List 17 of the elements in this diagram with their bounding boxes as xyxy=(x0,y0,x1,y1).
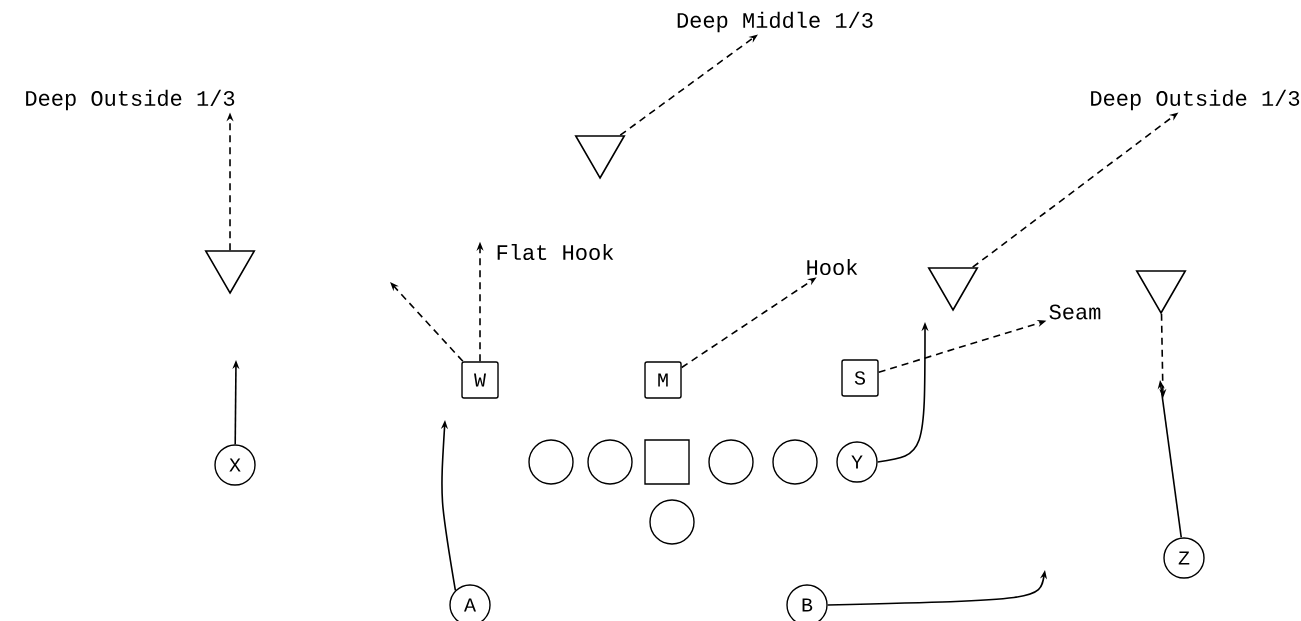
linebacker-square: M xyxy=(644,361,682,399)
route-arrow xyxy=(619,34,758,136)
zone-label: Deep Outside 1/3 xyxy=(1091,89,1300,111)
zone-label: Flat Hook xyxy=(497,243,614,261)
route-arrow xyxy=(390,282,464,363)
player-circle xyxy=(708,439,754,485)
center-square xyxy=(644,439,690,485)
zone-label: Deep Outside 1/3 xyxy=(26,89,235,111)
zone-label: Deep Middle 1/3 xyxy=(677,11,873,33)
player-circle xyxy=(649,499,695,545)
player-circle xyxy=(587,439,633,485)
zone-label: Hook xyxy=(807,258,858,276)
player-circle xyxy=(772,439,818,485)
linebacker-square: W xyxy=(461,361,499,399)
player-circle xyxy=(528,439,574,485)
linebacker-square: S xyxy=(841,359,879,397)
zone-label: Seam xyxy=(1049,304,1101,320)
